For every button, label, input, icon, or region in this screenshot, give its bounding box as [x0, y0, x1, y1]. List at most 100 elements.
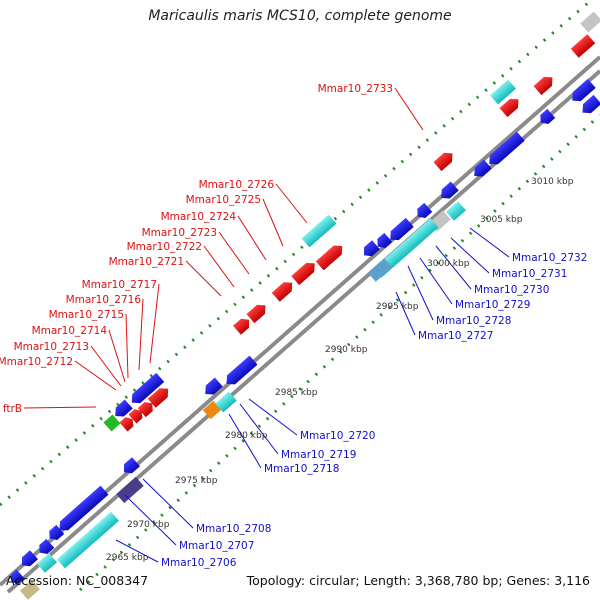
reverse-gene-label[interactable]: Mmar10_2731	[492, 268, 567, 280]
gene-feature[interactable]	[137, 399, 156, 418]
reverse-gene-label[interactable]: Mmar10_2707	[179, 540, 254, 552]
reverse-gene-label[interactable]: Mmar10_2727	[418, 330, 493, 342]
gene-feature[interactable]	[373, 218, 439, 278]
gene-feature[interactable]	[147, 384, 172, 408]
gene-feature[interactable]	[570, 34, 596, 58]
gene-feature[interactable]	[57, 511, 119, 569]
reverse-gene-label[interactable]: Mmar10_2718	[264, 463, 339, 475]
reverse-leader-line	[124, 494, 177, 546]
gene-feature[interactable]	[111, 399, 133, 421]
gene-feature[interactable]	[433, 149, 457, 172]
gene-feature[interactable]	[202, 400, 222, 420]
forward-gene-label[interactable]: Mmar10_2722	[127, 241, 202, 253]
gene-feature[interactable]	[470, 159, 492, 181]
gene-feature[interactable]	[367, 258, 393, 282]
reverse-leader-line	[469, 227, 510, 258]
reverse-gene-label[interactable]: Mmar10_2706	[161, 557, 237, 569]
reverse-gene-label[interactable]: Mmar10_2708	[196, 523, 271, 535]
kbp-tick-label: 3005 kbp	[480, 215, 523, 225]
forward-leader-line	[74, 360, 117, 391]
gene-feature[interactable]	[414, 202, 433, 221]
gene-feature[interactable]	[485, 131, 525, 169]
gene-feature[interactable]	[18, 550, 38, 570]
gene-feature[interactable]	[233, 315, 253, 335]
reverse-leader-line	[115, 539, 159, 563]
gene-shape	[367, 258, 393, 282]
reverse-leader-line	[419, 257, 453, 305]
gene-feature[interactable]	[537, 108, 556, 127]
forward-gene-label[interactable]: Mmar10_2713	[14, 341, 89, 353]
forward-gene-label[interactable]: Mmar10_2724	[161, 211, 237, 223]
genome-summary: Topology: circular; Length: 3,368,780 bp…	[246, 573, 590, 588]
gene-feature[interactable]	[119, 415, 137, 432]
gene-feature[interactable]	[386, 217, 414, 244]
gene-feature[interactable]	[246, 301, 270, 324]
forward-gene-label[interactable]: Mmar10_2725	[186, 194, 261, 206]
gene-feature[interactable]	[490, 79, 516, 105]
gene-feature[interactable]	[580, 11, 600, 33]
gene-feature[interactable]	[499, 95, 523, 118]
forward-leader-line	[90, 345, 122, 387]
kbp-tick-label: 2970 kbp	[127, 520, 170, 530]
gene-feature[interactable]	[201, 377, 223, 399]
reverse-gene-label[interactable]: Mmar10_2732	[512, 252, 587, 264]
reverse-gene-label[interactable]: Mmar10_2729	[455, 299, 530, 311]
kbp-tick-label: 2985 kbp	[275, 388, 318, 398]
gene-shape	[582, 94, 600, 114]
gene-feature[interactable]	[46, 524, 65, 543]
forward-gene-label[interactable]: Mmar10_2714	[32, 325, 108, 337]
gene-feature[interactable]	[215, 391, 237, 413]
gene-feature[interactable]	[36, 538, 55, 557]
gene-shape	[540, 108, 556, 125]
gene-shape	[21, 550, 38, 567]
gene-feature[interactable]	[120, 457, 140, 477]
gene-feature[interactable]	[223, 355, 258, 389]
forward-gene-label[interactable]: Mmar10_2726	[199, 179, 275, 191]
forward-leader-line	[262, 198, 284, 247]
gene-feature[interactable]	[128, 407, 146, 424]
gene-feature[interactable]	[315, 242, 346, 271]
forward-gene-label[interactable]: Mmar10_2723	[142, 227, 217, 239]
forward-gene-label[interactable]: Mmar10_2716	[66, 294, 142, 306]
forward-gene-label[interactable]: Mmar10_2715	[49, 309, 124, 321]
forward-leader-line	[394, 87, 424, 131]
gene-feature[interactable]	[20, 580, 40, 600]
gene-feature[interactable]	[37, 553, 57, 573]
gene-shape	[103, 414, 121, 432]
gene-feature[interactable]	[579, 94, 600, 117]
gene-feature[interactable]	[103, 414, 121, 432]
gene-shape	[373, 218, 439, 278]
gene-feature[interactable]	[8, 569, 25, 587]
gene-shape	[580, 11, 600, 33]
gene-feature[interactable]	[533, 73, 557, 96]
forward-gene-label[interactable]: Mmar10_2712	[0, 356, 73, 368]
gene-feature[interactable]	[271, 278, 296, 302]
reverse-gene-label[interactable]: Mmar10_2728	[436, 315, 511, 327]
gene-feature[interactable]	[437, 181, 459, 203]
gene-feature[interactable]	[446, 201, 466, 221]
gene-shape	[119, 417, 134, 432]
gene-shape	[315, 245, 343, 271]
gene-feature[interactable]	[291, 259, 318, 286]
reverse-gene-label[interactable]: Mmar10_2719	[281, 449, 356, 461]
gene-shape	[20, 580, 40, 600]
kbp-tick-label: 2975 kbp	[175, 476, 218, 486]
reverse-gene-label[interactable]: Mmar10_2720	[300, 430, 375, 442]
forward-gene-label[interactable]: Mmar10_2733	[318, 83, 393, 95]
gene-feature[interactable]	[128, 372, 165, 407]
gene-feature[interactable]	[360, 240, 380, 260]
forward-leader-line	[138, 298, 144, 371]
gene-shape	[202, 400, 222, 420]
gene-feature[interactable]	[301, 214, 337, 248]
forward-gene-label[interactable]: ftrB	[3, 403, 22, 415]
forward-gene-label[interactable]: Mmar10_2721	[109, 256, 184, 268]
forward-gene-label[interactable]: Mmar10_2717	[82, 279, 157, 291]
gene-feature[interactable]	[374, 232, 393, 251]
reverse-gene-label[interactable]: Mmar10_2730	[474, 284, 549, 296]
forward-leader-line	[23, 406, 97, 409]
reverse-leader-line	[450, 237, 490, 274]
gene-feature[interactable]	[56, 485, 109, 535]
gene-feature[interactable]	[116, 476, 144, 504]
gene-feature[interactable]	[568, 78, 596, 105]
